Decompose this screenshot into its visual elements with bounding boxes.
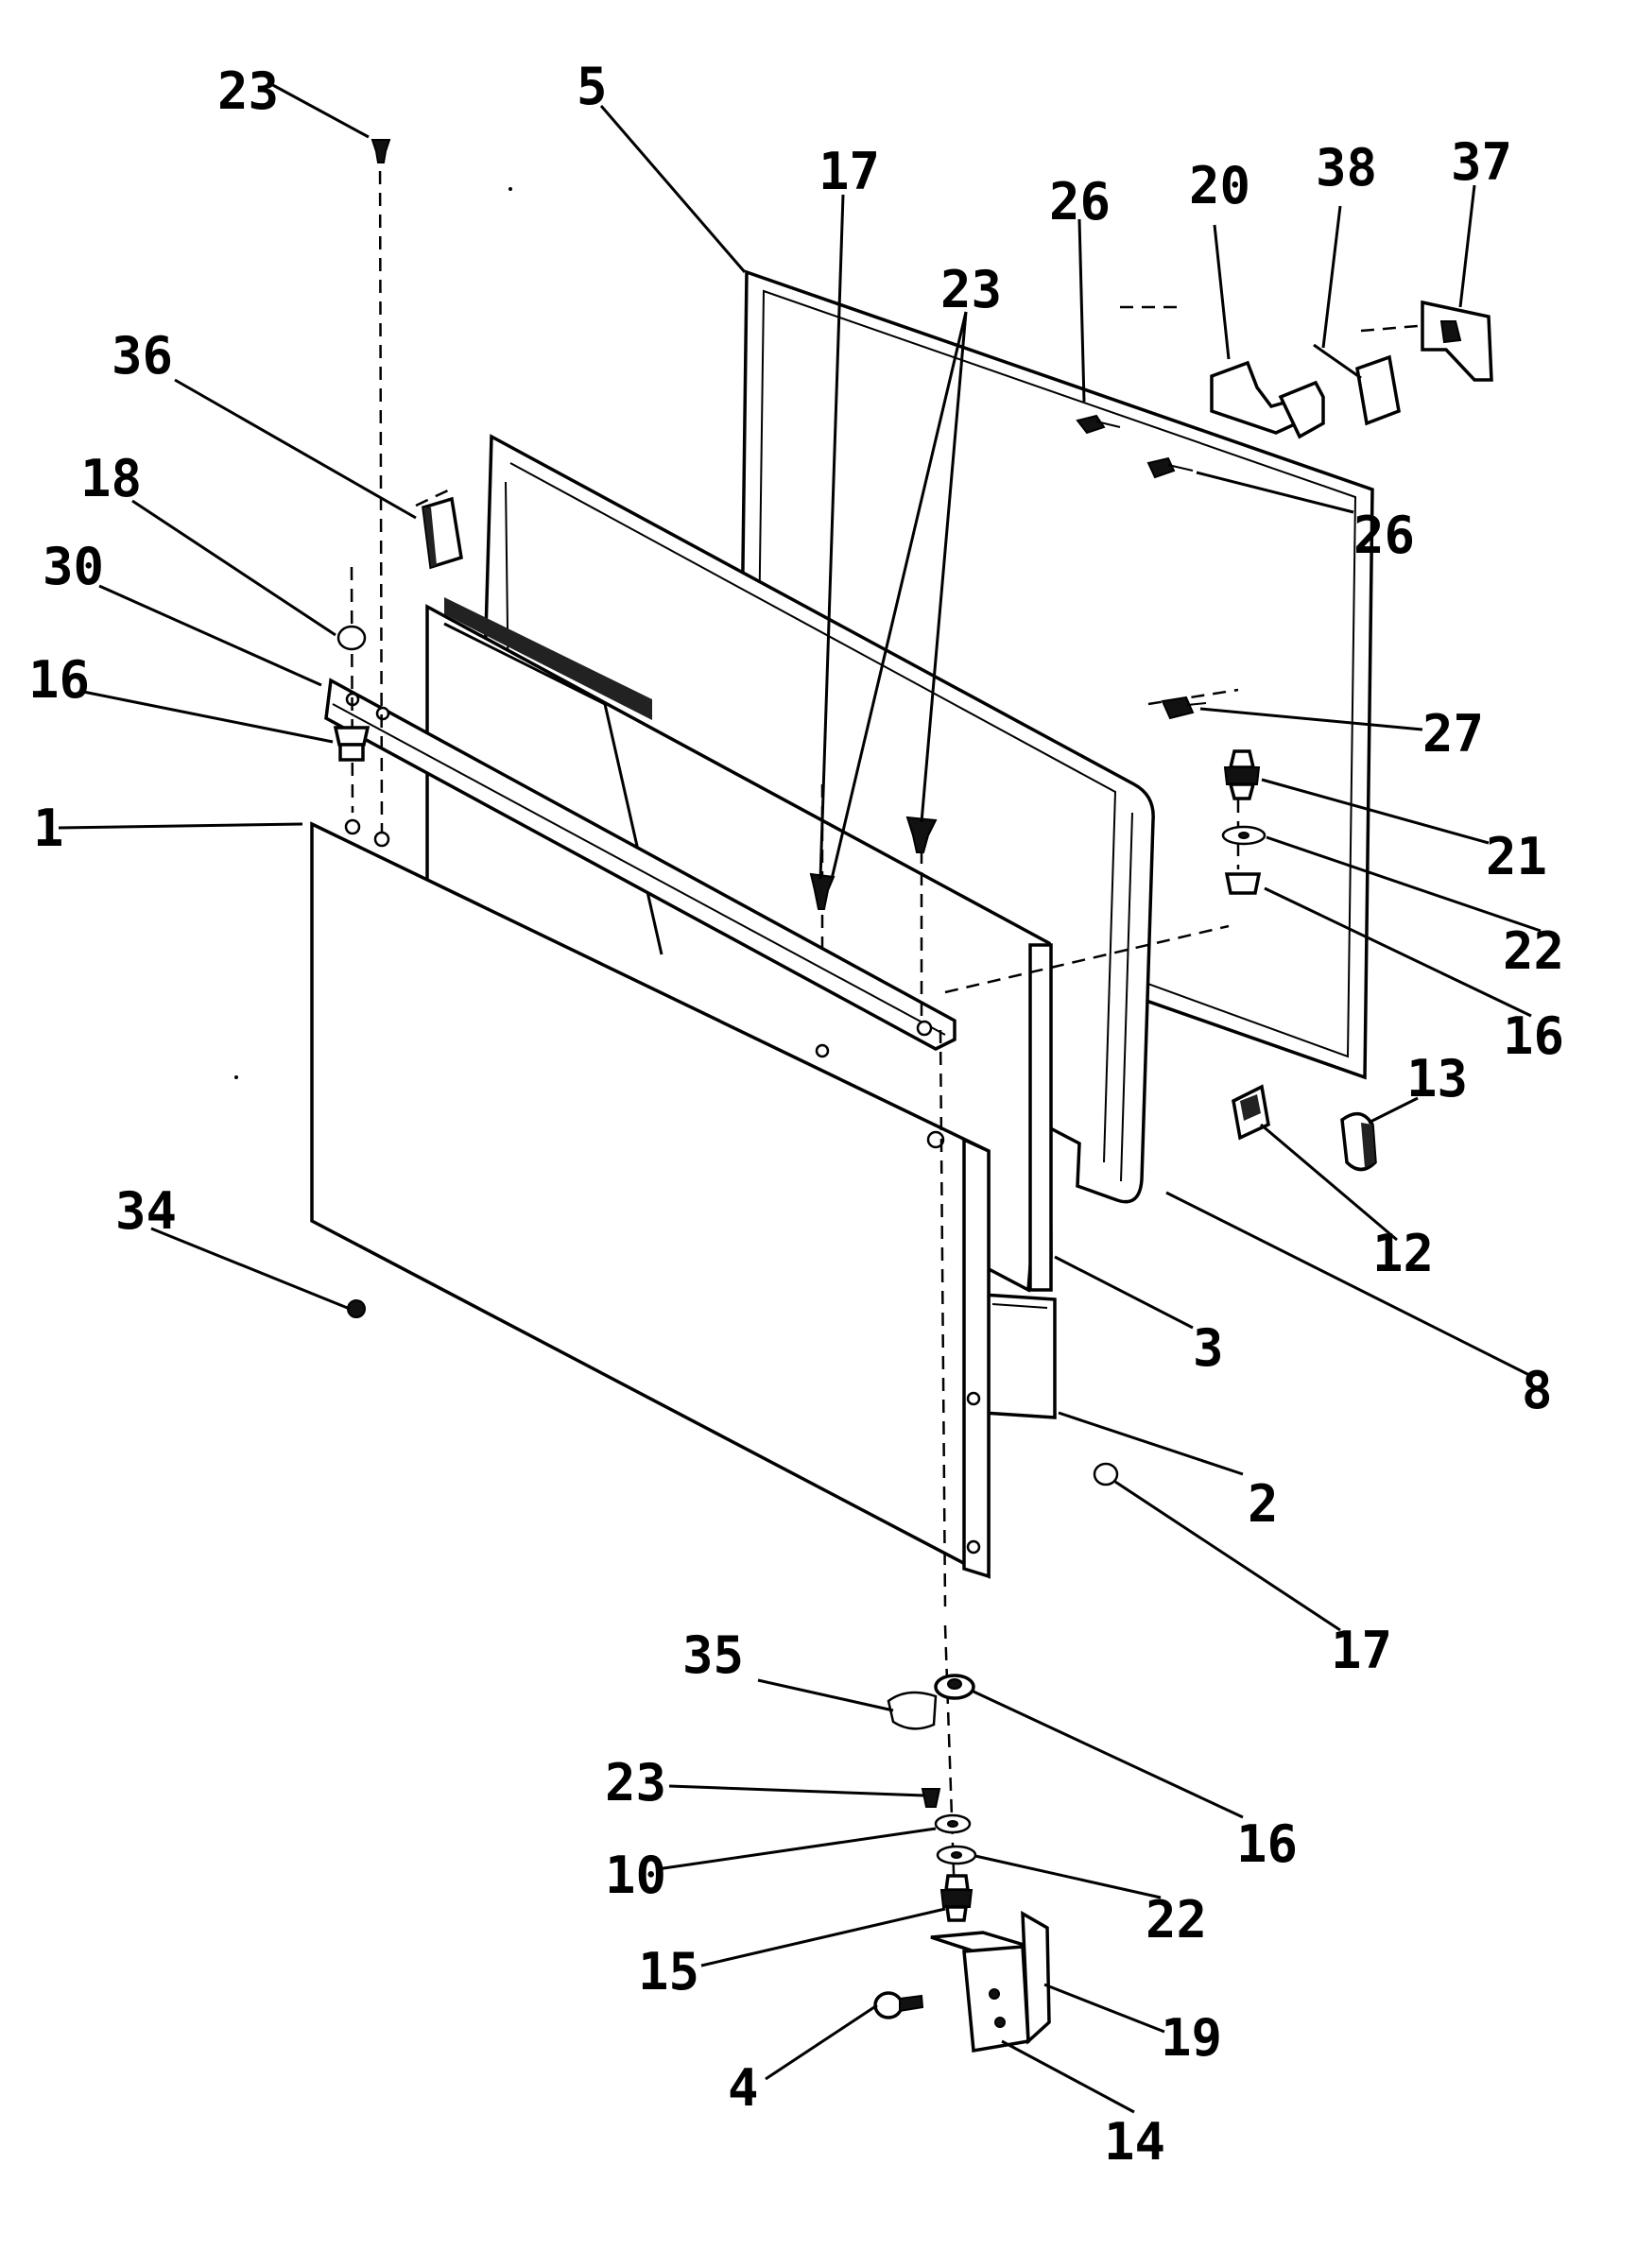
callout-4: 4 — [728, 2058, 759, 2118]
callout-1: 1 — [33, 799, 64, 858]
speck — [234, 1075, 238, 1079]
callout-20: 20 — [1189, 156, 1250, 215]
callout-3: 3 — [1193, 1318, 1224, 1378]
callout-16-lower: 16 — [1236, 1814, 1298, 1874]
callout-23-lower: 23 — [605, 1753, 666, 1813]
callout-38: 38 — [1316, 138, 1377, 198]
callout-26-lower: 26 — [1353, 506, 1415, 565]
callout-37: 37 — [1451, 132, 1512, 192]
callout-22-upper: 22 — [1503, 921, 1564, 981]
callout-35: 35 — [682, 1625, 744, 1685]
outer-door-panel-part-1 — [310, 818, 991, 1579]
leader-lines — [58, 81, 1542, 2114]
callout-36: 36 — [112, 326, 173, 386]
callout-26-upper: 26 — [1049, 172, 1111, 232]
callout-10: 10 — [605, 1846, 666, 1905]
callout-16-upper-left: 16 — [28, 650, 90, 710]
callout-19: 19 — [1161, 2008, 1222, 2068]
callout-2: 2 — [1248, 1474, 1279, 1534]
top-channel-part-30 — [324, 678, 956, 1051]
callout-18: 18 — [80, 449, 142, 508]
callout-15: 15 — [638, 1942, 699, 2002]
callout-17-upper: 17 — [818, 142, 880, 201]
callout-17-lower: 17 — [1331, 1621, 1392, 1680]
callout-27: 27 — [1422, 704, 1484, 764]
callout-23-top: 23 — [217, 61, 279, 121]
speck — [508, 187, 512, 191]
callout-12: 12 — [1372, 1224, 1434, 1283]
foam-block-part-2 — [981, 1293, 1057, 1419]
callout-8: 8 — [1522, 1361, 1553, 1420]
callout-22-lower: 22 — [1146, 1890, 1207, 1950]
callout-21: 21 — [1486, 827, 1547, 886]
hardware-parts — [333, 139, 1493, 2053]
callout-30: 30 — [43, 537, 104, 596]
callout-labels: 23 5 17 23 26 20 38 37 36 18 30 16 1 26 … — [28, 57, 1564, 2172]
callout-34: 34 — [115, 1181, 177, 1241]
callout-16-upper-right: 16 — [1503, 1006, 1564, 1066]
callout-5: 5 — [577, 57, 608, 116]
callout-13: 13 — [1406, 1049, 1468, 1108]
callout-14: 14 — [1104, 2112, 1165, 2172]
callout-23-middle: 23 — [940, 260, 1002, 319]
